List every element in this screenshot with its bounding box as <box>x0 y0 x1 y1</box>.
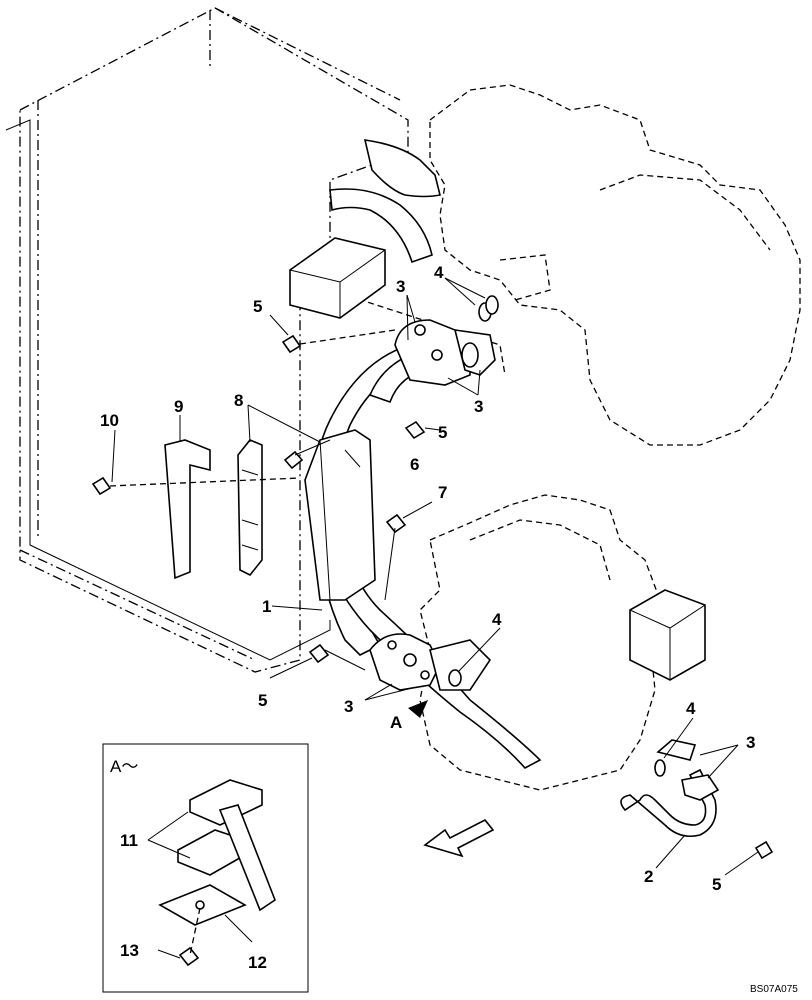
direction-arrow <box>423 818 495 858</box>
valve-side-box <box>629 589 706 681</box>
callout-13: 13 <box>120 941 139 960</box>
callout-6: 6 <box>410 455 419 474</box>
callout-3-top: 3 <box>396 277 405 296</box>
inset-view-a <box>102 743 309 993</box>
callout-4-right: 4 <box>686 699 696 718</box>
callout-12: 12 <box>248 953 267 972</box>
callout-9: 9 <box>174 397 183 416</box>
mounting-block <box>289 237 386 319</box>
hose-bracket <box>304 429 376 601</box>
bolt-upper-flange <box>281 329 426 440</box>
callout-8: 8 <box>234 391 243 410</box>
bolt-seven <box>384 513 407 601</box>
callout-11: 11 <box>120 831 138 850</box>
small-pipe <box>620 739 774 860</box>
callout-5-lower: 5 <box>258 691 267 710</box>
clamp-eight <box>237 439 263 577</box>
bolt-upper <box>283 439 331 470</box>
callout-3-right: 3 <box>746 733 755 752</box>
bolt-ten <box>91 476 301 496</box>
upper-flange <box>394 295 499 386</box>
bolt-lower-left <box>308 643 366 671</box>
callout-5-upper: 5 <box>438 423 447 442</box>
lower-flange <box>369 633 492 691</box>
view-a-marker: A <box>390 713 402 732</box>
callout-3-lower: 3 <box>344 697 353 716</box>
callout-4-top: 4 <box>434 263 444 282</box>
inset-title: A～ <box>110 757 138 776</box>
callout-5-right: 5 <box>712 875 721 894</box>
callout-5-top: 5 <box>253 297 262 316</box>
callout-10: 10 <box>100 411 119 430</box>
upper-hose <box>329 139 441 264</box>
control-valve-outline <box>419 494 661 791</box>
callout-1: 1 <box>262 597 271 616</box>
bracket-nine <box>164 439 211 580</box>
callout-2: 2 <box>644 867 653 886</box>
callout-7: 7 <box>438 483 447 502</box>
leader-lines <box>111 277 759 959</box>
pump-outline <box>429 84 801 446</box>
callout-3-upper-right: 3 <box>474 397 483 416</box>
drawing-code: BS07A075 <box>750 984 798 995</box>
view-arrow-icon <box>408 700 428 718</box>
callout-4-middle: 4 <box>492 610 502 629</box>
